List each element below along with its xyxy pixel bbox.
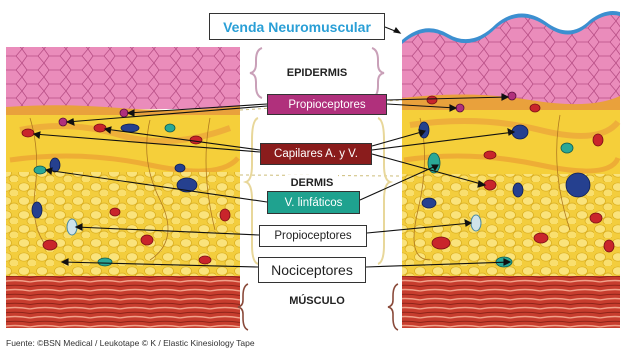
proprioceptors-top-label: Propioceptores [267,94,387,115]
lymphatic-vessels-label: V. linfáticos [267,191,360,214]
source-caption: Fuente: ©BSN Medical / Leukotape © K / E… [6,338,255,348]
nociceptors-label: Nociceptores [258,257,366,283]
right-muscle [402,276,620,328]
proprioceptors-bottom-label: Propioceptores [259,225,367,247]
left-epidermis [6,47,240,109]
tape-title-label: Venda Neuromuscular [209,13,385,40]
left-skin-block [6,47,240,328]
muscle-label: MÚSCULO [282,293,352,309]
capillaries-label: Capilares A. y V. [260,143,372,165]
dermis-label: DERMIS [286,175,338,191]
left-dermis [6,115,240,173]
epidermis-label: EPIDERMIS [270,65,364,81]
left-muscle [6,276,240,328]
